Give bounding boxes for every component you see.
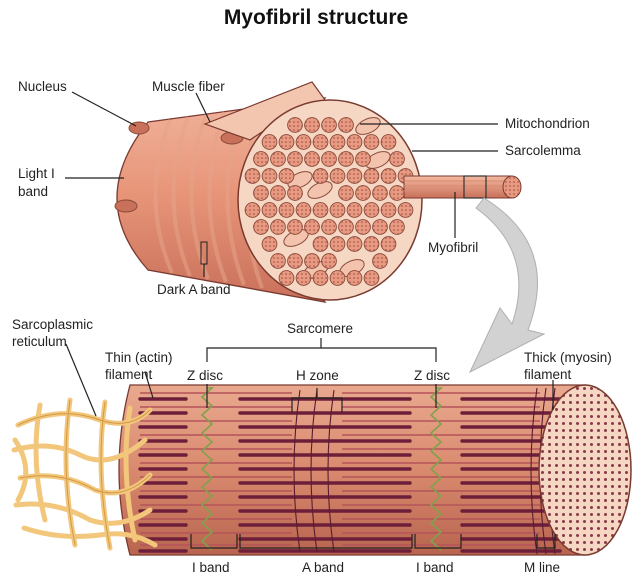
myofibril-cross-section [288,254,303,269]
bar-cross-section [539,385,631,555]
myofibril-cross-section [330,135,345,150]
myofibril-cross-section [364,237,379,252]
muscle-fiber [115,82,422,302]
myofibril-cross-section [245,169,260,184]
myofibril-cross-section [339,220,354,235]
myofibril-cross-section [279,203,294,218]
myofibril-cross-section [262,135,277,150]
label-thin-filament-line1: Thin (actin) [105,350,173,365]
myofibril-cross-section [271,152,286,167]
myofibril-cross-section [390,186,405,201]
label-dark-a-band: Dark A band [157,282,231,297]
myofibril-cross-section [288,186,303,201]
label-sarcoplasmic-reticulum-line1: Sarcoplasmic [12,317,93,332]
label-m-line: M line [524,560,560,575]
myofibril-cross-section [262,169,277,184]
myofibril-cross-section [373,186,388,201]
myofibril-cross-section [356,186,371,201]
myofibril-cross-section [373,254,388,269]
myofibril-cross-section [279,169,294,184]
myofibril-cross-section [262,237,277,252]
myofibril-cross-section [305,118,320,133]
myofibril-cross-section [390,220,405,235]
myofibril-cross-section [381,237,396,252]
label-thick-filament-line1: Thick (myosin) [524,350,612,365]
myofibril-cross-section [262,203,277,218]
myofibril-cross-section [254,186,269,201]
myofibril-cross-section [356,220,371,235]
label-z-disc-left: Z disc [187,368,223,383]
myofibril-cross-section [313,203,328,218]
myofibril-cross-section [313,271,328,286]
myofibril-cross-section [245,203,260,218]
label-thick-filament-line2: filament [524,367,572,382]
label-i-band-left: I band [192,560,230,575]
label-light-i-band-line2: band [18,184,48,199]
myofibril-cross-section [330,203,345,218]
myofibril-cross-section [347,203,362,218]
myofibril-cross-section [254,152,269,167]
myofibril-cross-section [305,220,320,235]
myofibril-extension [404,176,521,198]
myofibril-cross-section [339,152,354,167]
myofibril-cross-section [381,169,396,184]
myofibril-bar [14,385,631,555]
label-sarcolemma: Sarcolemma [505,143,581,158]
myofibril-cross-section [305,152,320,167]
myofibril-cross-section [271,220,286,235]
myofibril-cross-section [381,135,396,150]
label-z-disc-right: Z disc [414,368,450,383]
myofibril-cross-section [347,271,362,286]
myofibril-cross-section [381,203,396,218]
myofibril-cross-section [364,169,379,184]
myofibril-cross-section [373,220,388,235]
myofibril-cross-section [296,203,311,218]
myofibril-cross-section [339,118,354,133]
myofibril-cross-section [313,169,328,184]
myofibril-cross-section [254,220,269,235]
label-light-i-band-line1: Light I [18,166,55,181]
label-myofibril: Myofibril [428,240,478,255]
label-sarcomere: Sarcomere [287,321,353,336]
myofibril-cross-section [364,135,379,150]
myofibril-cross-section [330,271,345,286]
label-mitochondrion: Mitochondrion [505,116,590,131]
myofibril-cross-section [322,220,337,235]
myofibril-cross-section [364,203,379,218]
myofibril-cross-section [347,169,362,184]
myofibril-cross-section [364,271,379,286]
myofibril-cross-section [288,152,303,167]
label-a-band: A band [302,560,344,575]
myofibril-cross-section [356,152,371,167]
label-thin-filament-line2: filament [105,367,153,382]
myofibril-cross-section [279,135,294,150]
label-nucleus: Nucleus [18,79,67,94]
myofibril-cross-section [313,237,328,252]
label-sarcoplasmic-reticulum-line2: reticulum [12,334,67,349]
myofibril-cross-section [296,135,311,150]
myofibril-cross-section [271,186,286,201]
myofibril-cross-section [305,254,320,269]
myofibril-cross-section [390,152,405,167]
myofibril-cross-section [288,118,303,133]
label-i-band-right: I band [416,560,454,575]
myofibril-cross-section [313,135,328,150]
myofibril-cross-section [398,203,413,218]
myofibril-cross-section [322,254,337,269]
zoom-arrow [470,198,544,372]
myofibril-cross-section [347,237,362,252]
myofibril-cross-section [288,220,303,235]
myofibril-cross-section [339,186,354,201]
label-h-zone: H zone [296,368,339,383]
myofibril-cross-section [330,169,345,184]
myofibril-cross-section [322,118,337,133]
label-muscle-fiber: Muscle fiber [152,79,225,94]
myofibril-cross-section [279,271,294,286]
myofibril-cross-section [271,254,286,269]
myofibril-cross-section [330,237,345,252]
myofibril-cross-section [347,135,362,150]
myofibril-cross-section [296,271,311,286]
myofibril-cross-section [322,152,337,167]
